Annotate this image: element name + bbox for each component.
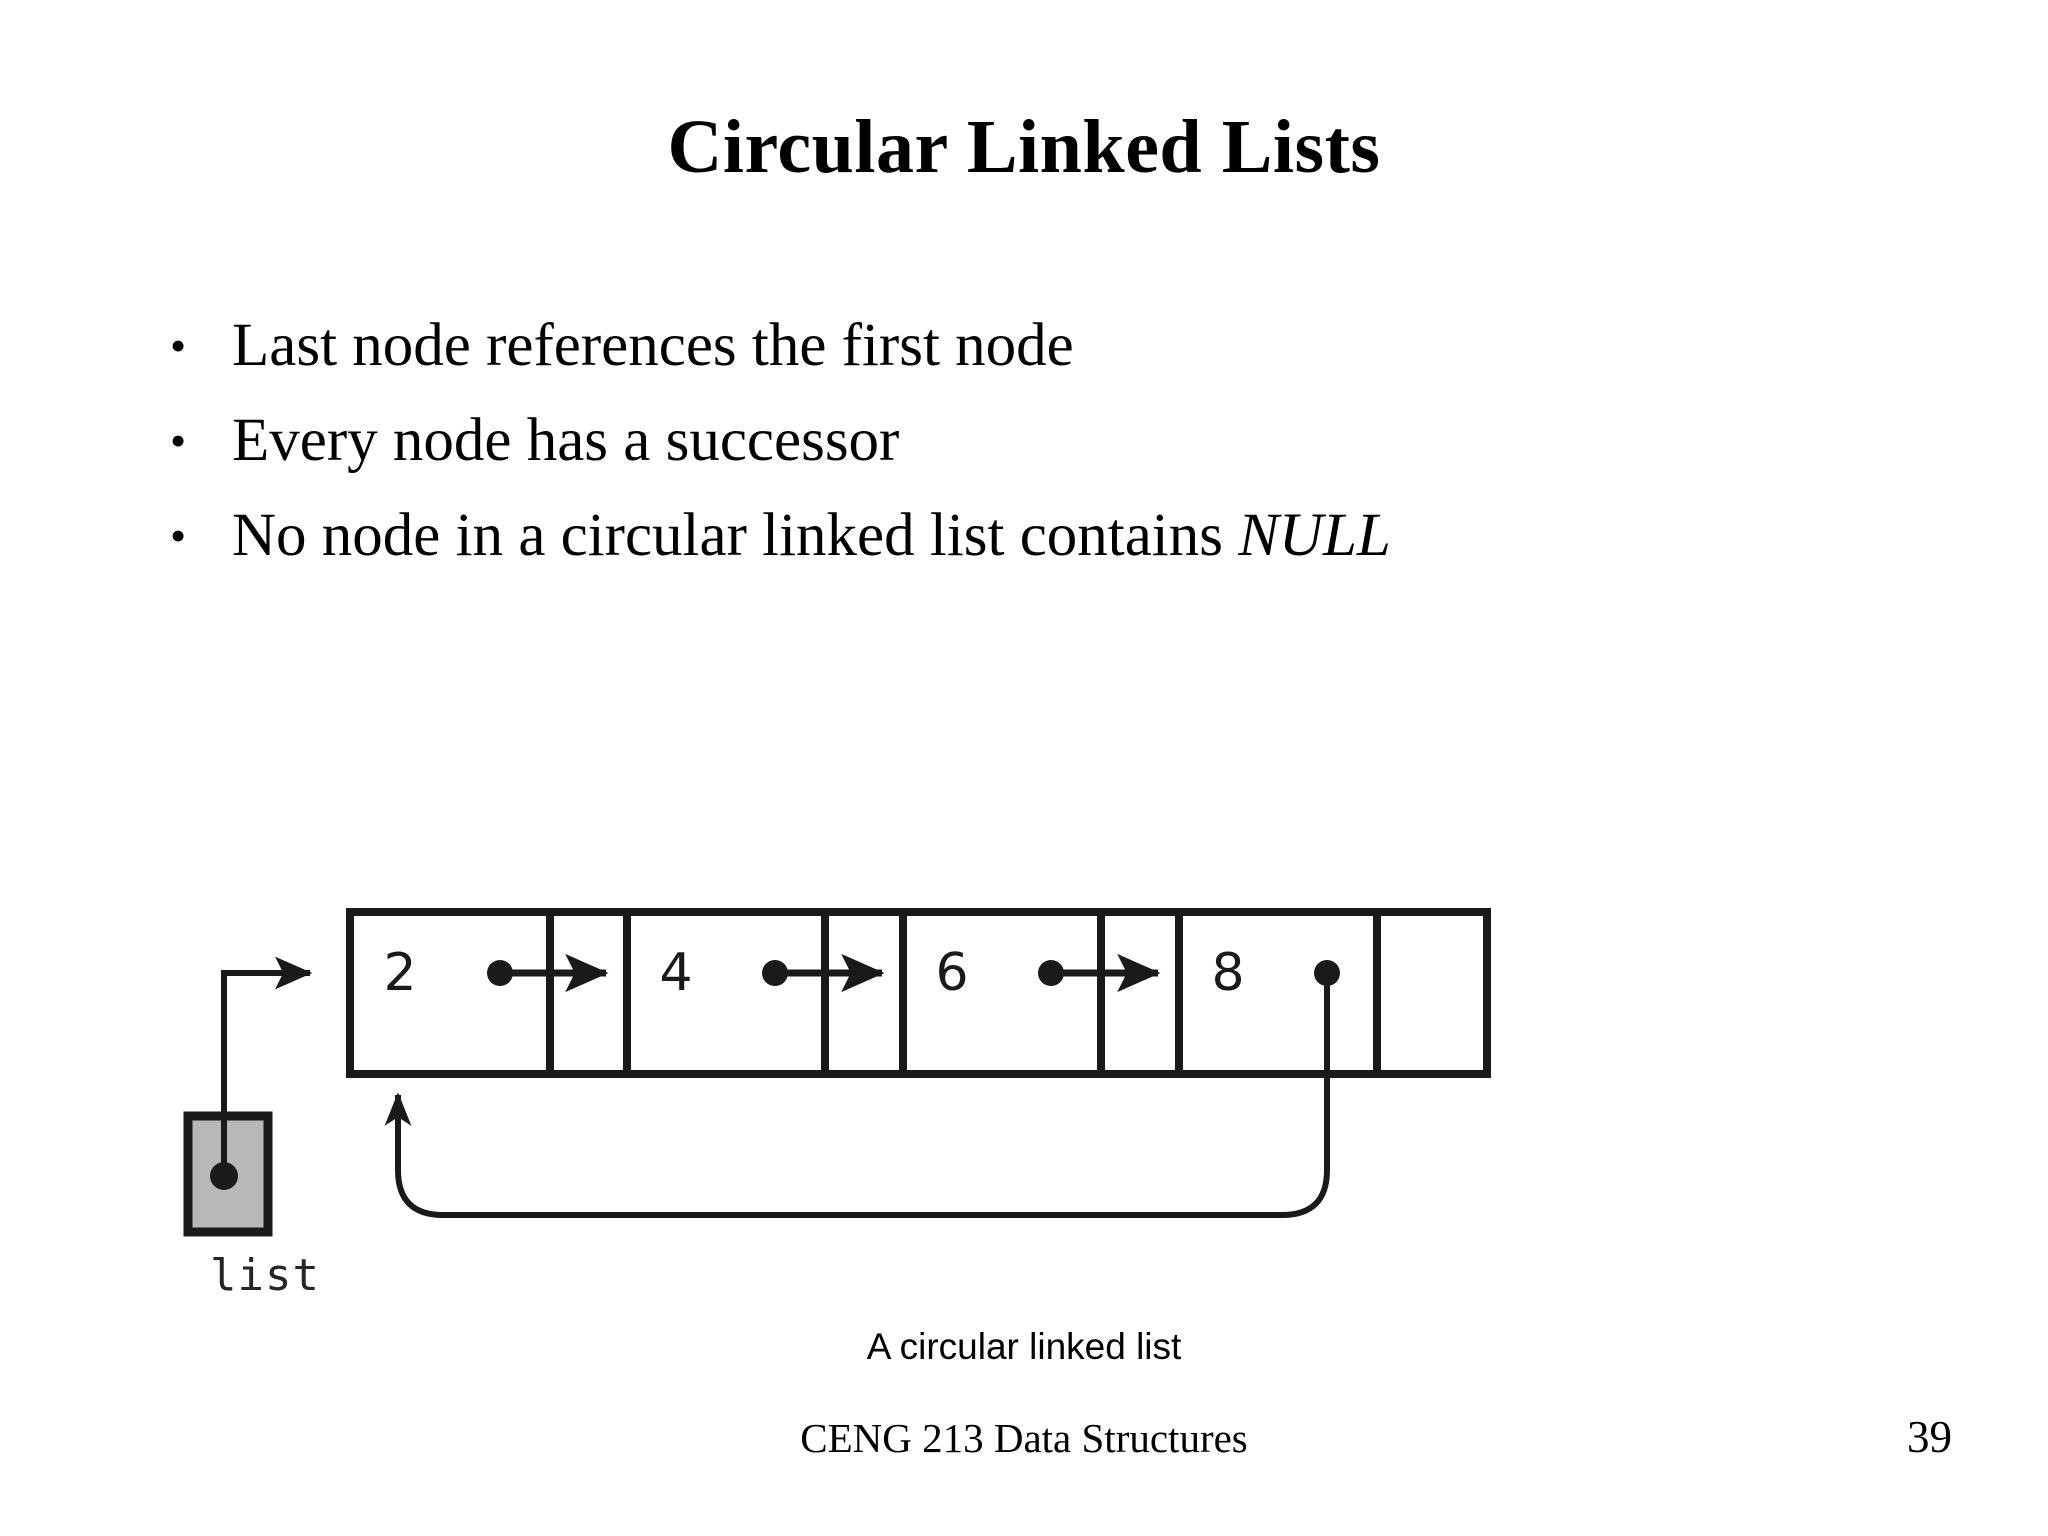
list-pointer-label: list (210, 1250, 320, 1301)
bullet-text-main: No node in a circular linked list contai… (232, 502, 1239, 569)
node-value-1: 4 (659, 943, 692, 1003)
list-item: • Every node has a successor (160, 407, 1960, 475)
bullet-point-icon: • (170, 320, 187, 371)
node-pointer-dot-0 (487, 960, 513, 986)
list-pointer-dot (210, 1162, 238, 1190)
page-title: Circular Linked Lists (667, 105, 1381, 189)
node-pointer-dot-3 (1314, 960, 1340, 986)
list-pointer-arrow (221, 956, 313, 1176)
bullet-list: • Last node references the first node • … (160, 312, 1960, 597)
node-box-2: 6 (899, 908, 1215, 1078)
page-number: 39 (1907, 1412, 1952, 1462)
node-value-2: 6 (935, 943, 968, 1003)
footer-course-label: CENG 213 Data Structures (800, 1415, 1248, 1461)
bullet-point-icon: • (170, 510, 187, 561)
node-value-3: 8 (1211, 943, 1244, 1003)
bullet-text: Last node references the first node (232, 312, 1074, 380)
node-box-1: 4 (623, 908, 939, 1078)
diagram-caption: A circular linked list (866, 1326, 1182, 1367)
bullet-text-main: Last node references the first node (232, 312, 1074, 379)
bullet-point-icon: • (170, 415, 187, 466)
list-item: • No node in a circular linked list cont… (160, 502, 1960, 570)
node-value-0: 2 (383, 943, 416, 1003)
node-box-0: 2 (346, 908, 664, 1078)
list-item: • Last node references the first node (160, 312, 1960, 380)
bullet-text: No node in a circular linked list contai… (232, 502, 1391, 570)
node-pointer-dot-1 (762, 960, 788, 986)
circular-return-link (384, 973, 1330, 1218)
node-box-3: 8 (1175, 908, 1491, 1078)
bullet-text: Every node has a successor (232, 407, 899, 475)
bullet-text-main: Every node has a successor (232, 407, 900, 474)
bullet-text-emphasis: NULL (1238, 502, 1391, 569)
node-pointer-dot-2 (1038, 960, 1064, 986)
list-pointer-box (183, 1111, 273, 1237)
